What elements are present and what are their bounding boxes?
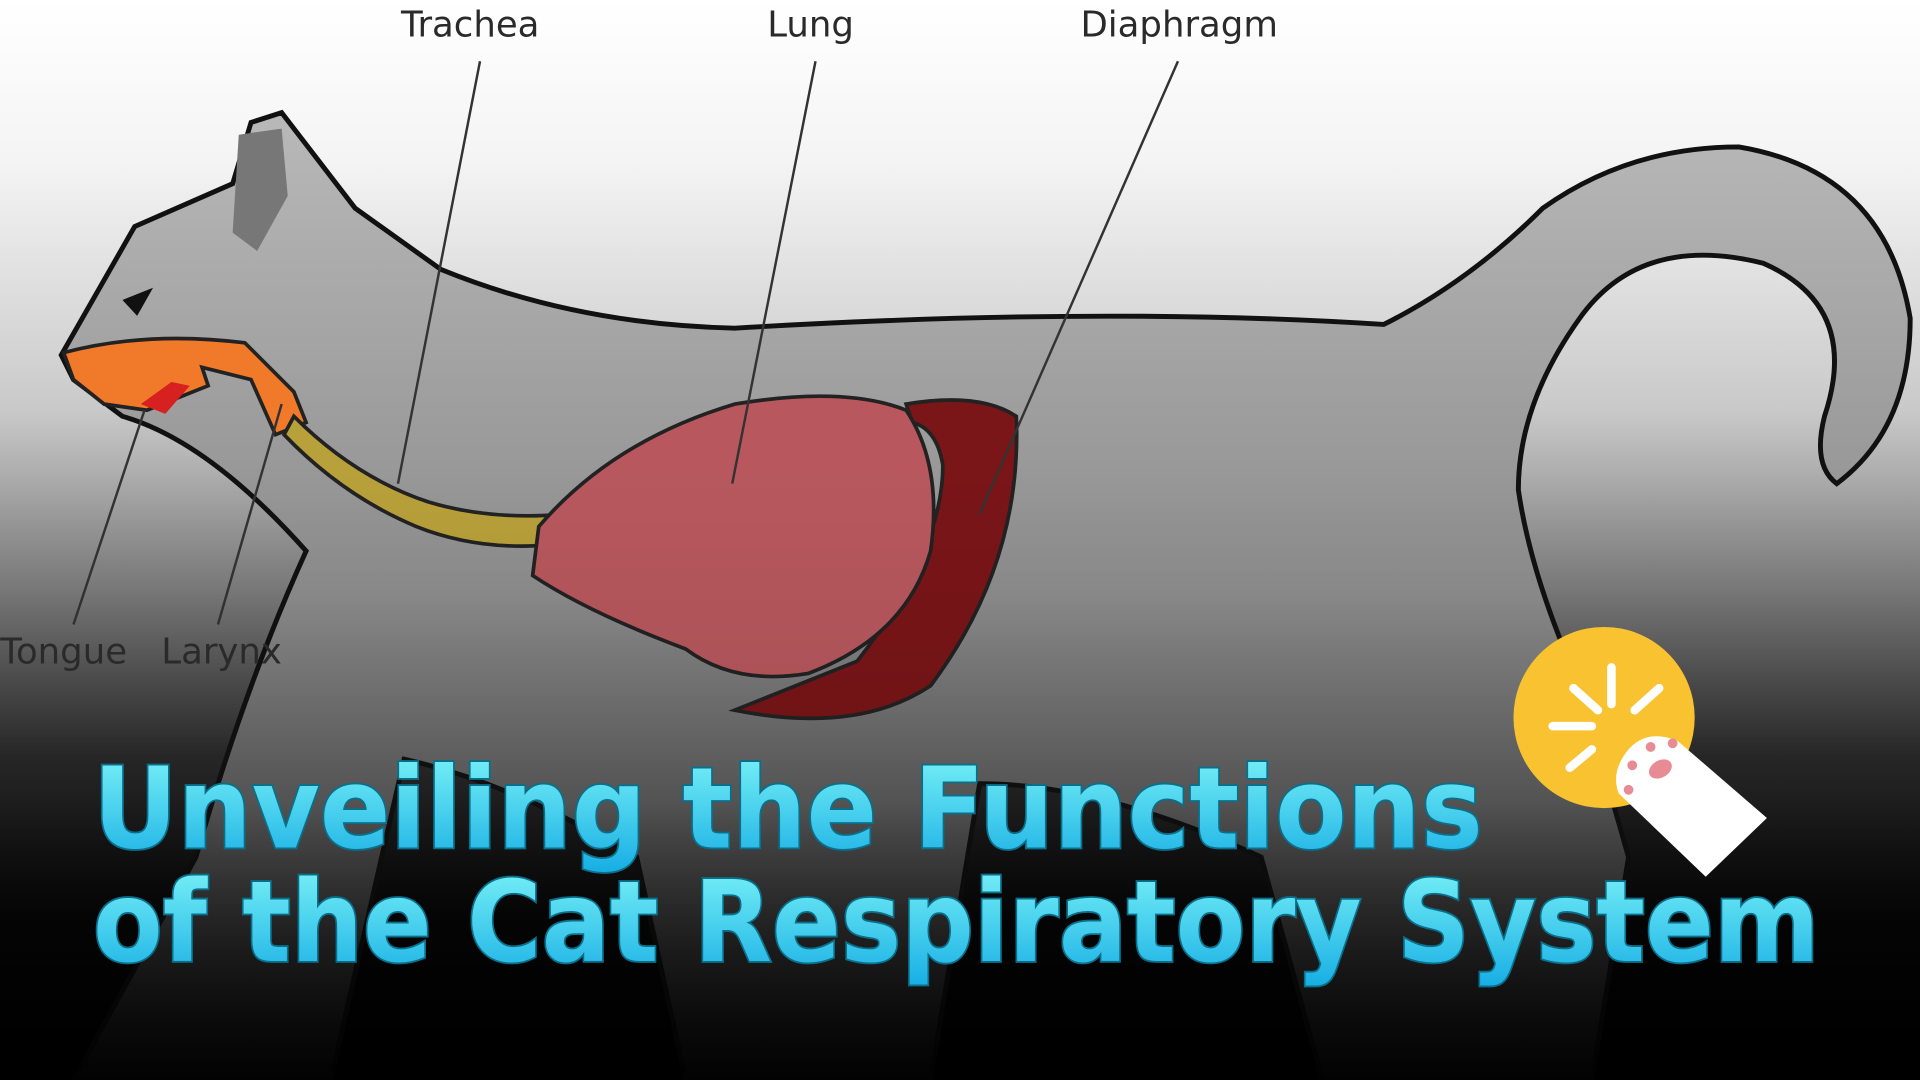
cat-ear <box>232 128 288 252</box>
title-line-1: Unveiling the Functions <box>93 742 1483 874</box>
label-larynx: Larynx <box>161 632 282 673</box>
cat-paw-click-icon <box>1513 626 1767 877</box>
label-trachea: Trachea <box>400 5 539 46</box>
title-line-2: of the Cat Respiratory System <box>93 856 1820 988</box>
cat-eye <box>122 287 154 316</box>
label-diaphragm: Diaphragm <box>1080 5 1277 46</box>
tongue <box>140 382 190 414</box>
label-lung: Lung <box>767 5 854 46</box>
label-tongue: Tongue <box>0 632 127 673</box>
